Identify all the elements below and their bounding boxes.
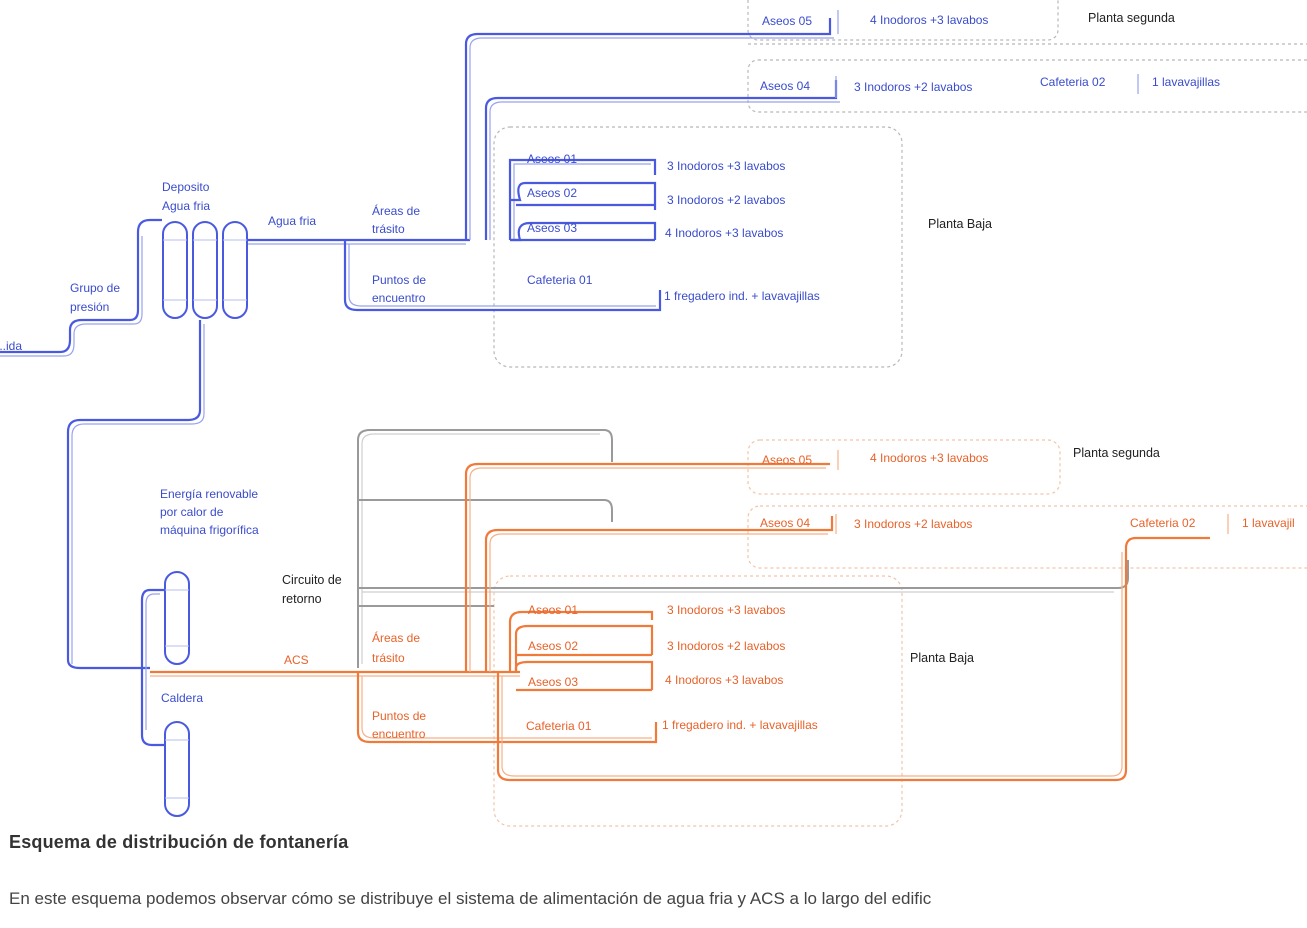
cold-row-1-desc: 3 Inodoros +3 lavabos <box>667 159 785 173</box>
zone-cold-ground-floor <box>493 126 903 368</box>
hot-transit-label-2: trásito <box>372 651 405 665</box>
hot-floor-top-label: Planta segunda <box>1073 446 1160 460</box>
hot-row-3-desc: 4 Inodoros +3 lavabos <box>665 673 783 687</box>
pressure-group-label-1: Grupo de <box>70 281 120 295</box>
cold-floor-top-label: Planta segunda <box>1088 11 1175 25</box>
hot-row-4-name: Cafeteria 01 <box>526 719 592 733</box>
hot-main-label: ACS <box>284 653 309 667</box>
hot-row-2-desc: 3 Inodoros +2 lavabos <box>667 639 785 653</box>
cold-tank-2 <box>192 221 218 319</box>
hot-row-3-name: Aseos 03 <box>528 675 578 689</box>
deposit-label-2: Agua fria <box>162 199 210 213</box>
cold-main-label: Agua fria <box>268 214 316 228</box>
cold-meeting-label-1: Puntos de <box>372 273 426 287</box>
hot-upper-1-desc: 4 Inodoros +3 lavabos <box>870 451 988 465</box>
zone-hot-top-floor <box>747 439 1061 495</box>
cold-source-label: ...ida <box>0 339 22 353</box>
hot-floor-ground-label: Planta Baja <box>910 651 974 665</box>
cold-row-4-name: Cafeteria 01 <box>527 273 593 287</box>
cold-upper-2-extra-name: Cafeteria 02 <box>1040 75 1106 89</box>
cold-row-2-desc: 3 Inodoros +2 lavabos <box>667 193 785 207</box>
cold-row-2-name: Aseos 02 <box>527 186 577 200</box>
hot-meeting-label-1: Puntos de <box>372 709 426 723</box>
renewable-label-2: por calor de <box>160 505 224 519</box>
pressure-group-label-2: presión <box>70 300 109 314</box>
cold-upper-1-name: Aseos 05 <box>762 14 812 28</box>
cold-row-1-name: Aseos 01 <box>527 152 577 166</box>
cold-upper-1-desc: 4 Inodoros +3 lavabos <box>870 13 988 27</box>
renewable-label-1: Energía renovable <box>160 487 258 501</box>
hot-upper-2-name: Aseos 04 <box>760 516 810 530</box>
hot-row-2-name: Aseos 02 <box>528 639 578 653</box>
hot-row-4-desc: 1 fregadero ind. + lavavajillas <box>662 718 818 732</box>
hot-meeting-label-2: encuentro <box>372 727 426 741</box>
diagram-caption: Esquema de distribución de fontanería <box>9 832 349 852</box>
hot-upper-1-name: Aseos 05 <box>762 453 812 467</box>
plumbing-diagram: ...ida Grupo de presión Deposito Agua fr… <box>0 0 1307 827</box>
cold-upper-2-name: Aseos 04 <box>760 79 810 93</box>
return-label-2: retorno <box>282 592 322 606</box>
cold-row-4-desc: 1 fregadero ind. + lavavajillas <box>664 289 820 303</box>
zone-cold-first-floor <box>747 59 1307 113</box>
hot-row-1-desc: 3 Inodoros +3 lavabos <box>667 603 785 617</box>
hot-upper-2-desc: 3 Inodoros +2 lavabos <box>854 517 972 531</box>
boiler-label: Caldera <box>161 691 203 705</box>
cold-row-3-desc: 4 Inodoros +3 lavabos <box>665 226 783 240</box>
hot-row-1-name: Aseos 01 <box>528 603 578 617</box>
cold-upper-2-extra-desc: 1 lavavajillas <box>1152 75 1220 89</box>
deposit-label-1: Deposito <box>162 180 210 194</box>
cold-tank-3 <box>222 221 248 319</box>
renewable-label-3: máquina frigorífica <box>160 523 259 537</box>
zone-cold-top-floor <box>747 0 1059 41</box>
diagram-description: En este esquema podemos observar cómo se… <box>9 889 932 908</box>
zone-hot-ground-floor <box>493 575 903 827</box>
hot-upper-2-extra-desc: 1 lavavajil <box>1242 516 1295 530</box>
return-label-1: Circuito de <box>282 573 342 587</box>
cold-upper-2-desc: 3 Inodoros +2 lavabos <box>854 80 972 94</box>
zone-hot-first-floor <box>747 505 1307 569</box>
cold-row-3-name: Aseos 03 <box>527 221 577 235</box>
cold-floor-ground-label: Planta Baja <box>928 217 992 231</box>
boiler-tank <box>164 721 190 817</box>
hot-upper-2-extra-name: Cafeteria 02 <box>1130 516 1196 530</box>
hot-transit-label-1: Áreas de <box>372 630 420 645</box>
renewable-tank <box>164 571 190 665</box>
cold-transit-label-2: trásito <box>372 222 405 236</box>
cold-transit-label-1: Áreas de <box>372 203 420 218</box>
cold-meeting-label-2: encuentro <box>372 291 426 305</box>
cold-tank-1 <box>162 221 188 319</box>
